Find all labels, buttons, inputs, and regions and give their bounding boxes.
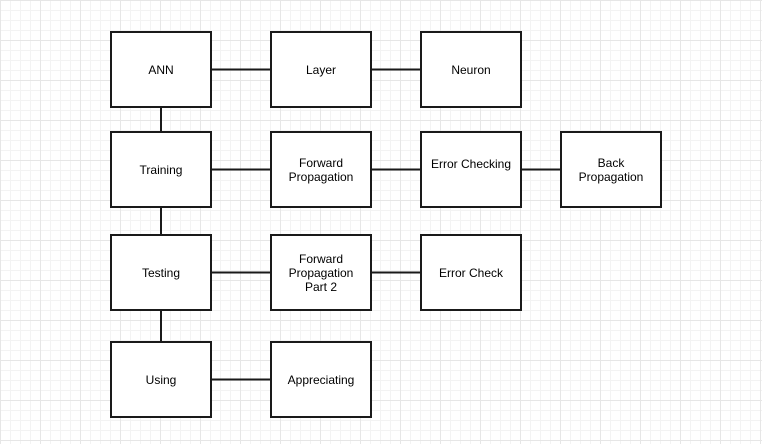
node-using[interactable]: Using — [110, 341, 212, 418]
node-back-propagation[interactable]: Back Propagation — [560, 131, 662, 208]
node-error-check[interactable]: Error Check — [420, 234, 522, 311]
node-forward-propagation-part2[interactable]: Forward Propagation Part 2 — [270, 234, 372, 311]
node-appreciating[interactable]: Appreciating — [270, 341, 372, 418]
node-forward-propagation[interactable]: Forward Propagation — [270, 131, 372, 208]
node-training[interactable]: Training — [110, 131, 212, 208]
node-layer[interactable]: Layer — [270, 31, 372, 108]
node-testing[interactable]: Testing — [110, 234, 212, 311]
node-ann[interactable]: ANN — [110, 31, 212, 108]
node-neuron[interactable]: Neuron — [420, 31, 522, 108]
node-error-checking[interactable]: Error Checking — [420, 131, 522, 208]
